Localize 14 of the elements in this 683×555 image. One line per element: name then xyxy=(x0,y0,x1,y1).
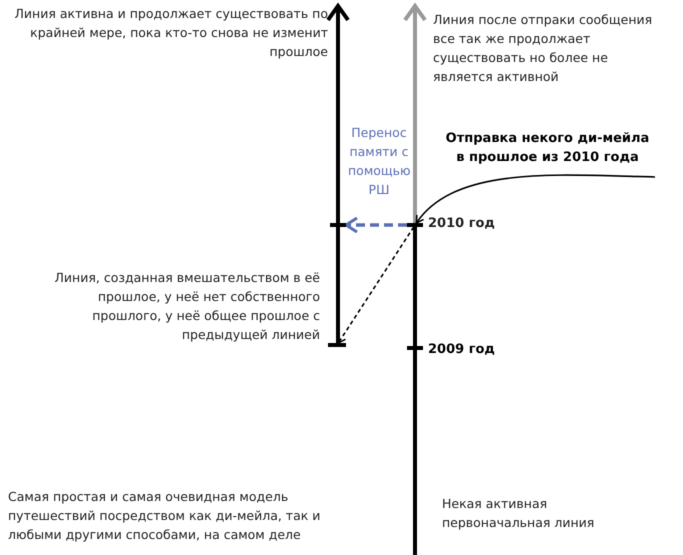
arrow xyxy=(344,216,407,234)
year-label: 2009 год xyxy=(428,341,496,359)
note-text: Линия, созданная вмешательством в её прошлое, у неё нет собственного прошлого, у неё общее прошлое с предыдущей линией xyxy=(54,269,320,344)
arrow xyxy=(338,226,414,344)
tick-mark xyxy=(328,343,346,347)
note-text: Самая простая и самая очевидная модель путешествий посредством как ди-мейла, так и любыми другими способами, на самом деле xyxy=(8,488,322,544)
year-label: 2010 год xyxy=(428,215,495,233)
arrow xyxy=(416,174,656,224)
tick-mark xyxy=(407,223,423,227)
note-text: Отправка некого ди-мейла в прошлое из 2010 года xyxy=(444,130,650,167)
tick-mark xyxy=(330,223,346,227)
note-text: Линия активна и продолжает существовать по крайней мере, пока кто-то снова не изменит прошлое xyxy=(14,5,328,61)
note-text: Некая активная первоначальная линия xyxy=(442,495,596,532)
note-text: Линия после отпраки сообщения все так же продолжает существовать но более не является активной xyxy=(433,11,654,86)
